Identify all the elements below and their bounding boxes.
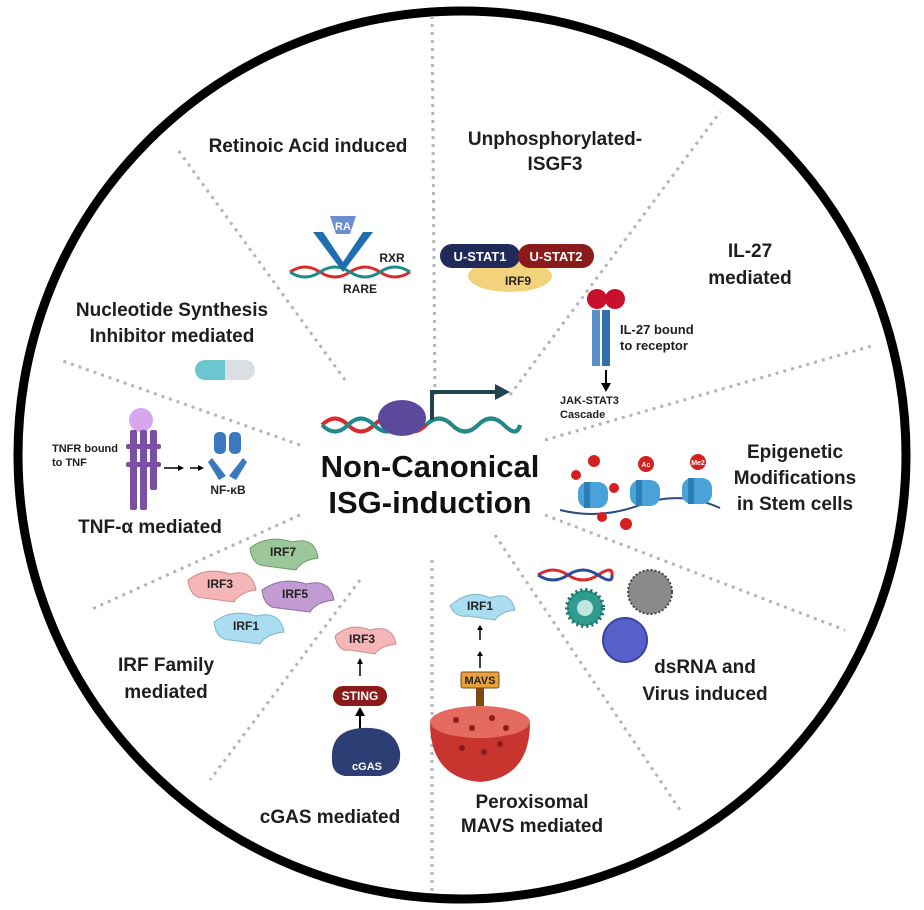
ra-label: RA [335, 221, 351, 233]
peroxisomal-title-line2: MAVS mediated [461, 816, 603, 837]
il27-receptor-right [602, 310, 610, 366]
center-title-line1: Non-Canonical [321, 449, 540, 484]
irf3-cgas-shape [334, 626, 397, 655]
il27-title-line2: mediated [708, 268, 791, 289]
dsrna-helix [537, 568, 614, 582]
u-stat2-shape [518, 244, 594, 268]
irf1-family-shape [213, 612, 285, 645]
irf1-family-label: IRF1 [233, 619, 259, 633]
tnf-arrowhead-1 [178, 465, 184, 471]
rare-dna [289, 265, 411, 279]
ac-label: Ac [642, 462, 651, 469]
irf-family-title-line2: mediated [124, 682, 207, 703]
irf3-family-shape [187, 570, 257, 603]
tnfr-bound-line2: to TNF [52, 457, 87, 469]
sting-box [333, 686, 387, 706]
tnfr-bound-line1: TNFR bound [52, 443, 118, 455]
peroxisomal-title-line1: Peroxisomal [476, 792, 589, 813]
me2-label: Me2 [691, 460, 705, 467]
ra-ligand-shape [330, 216, 356, 234]
rxr-receptor-shape [313, 232, 373, 272]
jak-stat3-line1: JAK-STAT3 [560, 395, 619, 407]
center-title-line2: ISG-induction [328, 485, 531, 520]
nucleotide-title-line1: Nucleotide Synthesis [76, 300, 268, 321]
dsrna-title-line2: Virus induced [642, 684, 767, 705]
mavs-label: MAVS [465, 675, 496, 687]
nfkb-label: NF-κB [210, 483, 246, 497]
epigenetic-title-line2: Modifications [734, 468, 856, 489]
icosahedral-virus-icon [602, 617, 648, 663]
outer-ring [13, 6, 911, 904]
mavs-stalk [476, 688, 484, 706]
spiky-virus-core [577, 600, 593, 616]
cgas-arrowhead-1 [357, 658, 363, 664]
cgas-label: cGAS [352, 761, 382, 773]
peroxisome-rim [430, 706, 530, 738]
il27-title-line1: IL-27 [728, 241, 772, 262]
irf5-shape [261, 580, 335, 613]
nucleosome-1 [578, 482, 608, 508]
irf3-cgas-label: IRF3 [349, 632, 375, 646]
cgas-title: cGAS mediated [260, 807, 400, 828]
cgas-enzyme-shape [331, 727, 401, 776]
tnf-title: TNF-α mediated [78, 517, 222, 538]
nfkb-complex [208, 432, 247, 480]
tnf-ligand [129, 408, 153, 432]
rxr-label: RXR [379, 251, 405, 265]
il27-bound-line1: IL-27 bound [620, 322, 694, 337]
transcription-arrow [430, 390, 495, 420]
jak-stat3-line2: Cascade [560, 409, 605, 421]
retinoic-title: Retinoic Acid induced [209, 136, 408, 157]
coronavirus-icon [627, 569, 673, 615]
nucleosome-3 [682, 478, 712, 504]
il27-arrowhead [601, 383, 611, 392]
irf9-label: IRF9 [505, 274, 531, 288]
pill-icon [195, 360, 255, 380]
il27-ligand-right [605, 289, 625, 309]
tnfr-receptor [126, 430, 161, 510]
u-stat1-label: U-STAT1 [454, 249, 507, 264]
peroxisomal-arrowhead-1 [477, 625, 483, 630]
irf1-peroxisomal-label: IRF1 [467, 599, 493, 613]
me2-mark [690, 454, 706, 470]
dsrna-title-line1: dsRNA and [654, 657, 756, 678]
rare-label: RARE [343, 282, 377, 296]
irf5-label: IRF5 [282, 587, 308, 601]
transcription-factor-blob [378, 400, 426, 436]
transcription-arrowhead [495, 384, 510, 400]
methyl-marks [571, 455, 632, 530]
il27-bound-line2: to receptor [620, 338, 688, 353]
unphos-title-line2: ISGF3 [528, 154, 583, 175]
il27-receptor-left [592, 310, 600, 366]
sector-dividers [59, 15, 876, 895]
sting-label: STING [342, 689, 379, 703]
epigenetic-title-line3: in Stem cells [737, 494, 853, 515]
nucleosome-2 [630, 480, 660, 506]
peroxisome-granules [453, 715, 509, 755]
tnf-arrowhead-2 [198, 465, 204, 471]
nucleotide-title-line2: Inhibitor mediated [90, 326, 255, 347]
irf3-family-label: IRF3 [207, 577, 233, 591]
irf1-peroxisomal-shape [449, 593, 516, 621]
irf7-label: IRF7 [270, 545, 296, 559]
cgas-arrowhead-2 [355, 707, 365, 716]
epigenetic-title-line1: Epigenetic [747, 442, 844, 463]
irf7-shape [249, 538, 319, 571]
u-stat2-label: U-STAT2 [530, 249, 583, 264]
peroxisomal-arrowhead-2 [477, 651, 483, 656]
u-stat1-shape [440, 244, 520, 268]
il27-ligand-left [587, 289, 607, 309]
unphos-title-line1: Unphosphorylated- [468, 129, 642, 150]
irf-family-title-line1: IRF Family [118, 655, 215, 676]
acetyl-mark [638, 456, 654, 472]
